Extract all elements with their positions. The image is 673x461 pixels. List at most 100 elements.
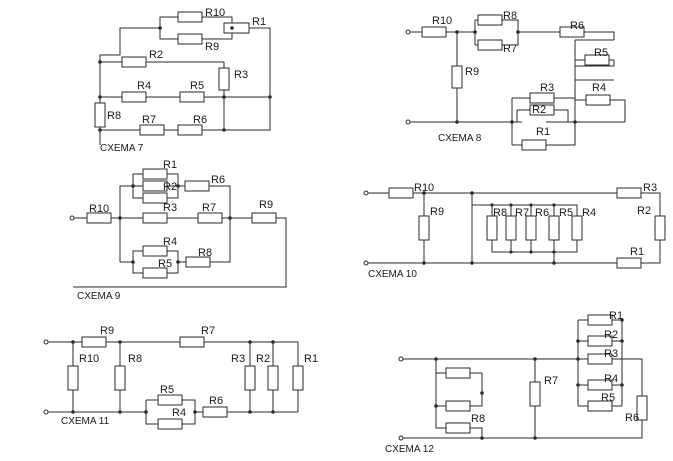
junction-dot: [422, 191, 426, 195]
label-r7: R7: [503, 43, 517, 55]
junction-dot: [552, 203, 556, 207]
resistor-r8: [94, 102, 106, 128]
label-r5: R5: [559, 207, 573, 219]
label-r9: R9: [430, 206, 444, 218]
terminal-out: [363, 260, 369, 266]
junction-dot: [98, 95, 102, 99]
resistor-r4: [142, 245, 168, 257]
label-r9: R9: [205, 41, 219, 53]
junction-dot: [455, 30, 459, 34]
label-r5: R5: [160, 384, 174, 396]
resistor-r9: [251, 212, 277, 224]
label-r1: R1: [630, 246, 644, 258]
junction-dot: [576, 339, 580, 343]
label-r2: R2: [637, 205, 651, 217]
resistor-r9: [177, 33, 203, 45]
terminal-out: [398, 435, 404, 441]
junction-dot: [620, 339, 624, 343]
scheme-7-resistors: [94, 11, 250, 136]
terminal-in: [405, 29, 411, 35]
scheme-11: R9 R7 R10 R8 R3 R2 R1 R5 R4 R6 CXEMA 11: [43, 325, 318, 430]
label-r4: R4: [172, 407, 186, 419]
label-r5: R5: [601, 392, 615, 404]
label-r1: R1: [536, 126, 550, 138]
resistor-r9: [81, 336, 107, 348]
label-r1: R1: [163, 159, 177, 171]
junction-dot: [71, 410, 75, 414]
junction-dot: [576, 383, 580, 387]
scheme-11-resistors: [67, 336, 304, 430]
scheme-9-wires: [73, 173, 287, 288]
label-r8: R8: [503, 10, 517, 22]
junction-dot: [533, 357, 537, 361]
junction-dot: [271, 340, 275, 344]
label-r6: R6: [209, 395, 223, 407]
scheme-11-title: CXEMA 11: [61, 416, 110, 427]
scheme-8-labels: R10 R8 R7 R6 R5 R4 R9 R3 R2 R1 CXEMA 8: [432, 10, 608, 144]
resistor-r5: [548, 215, 560, 241]
scheme-7-labels: R10 R9 R1 R2 R3 R4 R5 R8 R7 R6 CXEMA 7: [100, 7, 266, 154]
junction-dot: [131, 184, 135, 188]
resistor-r5: [157, 394, 183, 406]
label-r3: R3: [604, 348, 618, 360]
junction-dot: [480, 391, 484, 395]
junction-dot: [144, 410, 148, 414]
resistor-r4: [585, 94, 611, 106]
junction-dot: [509, 250, 513, 254]
label-r3: R3: [234, 69, 248, 81]
scheme-8-junctions: [405, 29, 577, 125]
junction-dot: [576, 357, 580, 361]
resistor-r5: [587, 400, 613, 412]
junction-dot: [422, 261, 426, 265]
label-r7: R7: [544, 375, 558, 387]
label-r6: R6: [625, 412, 639, 424]
resistor-r7: [179, 336, 205, 348]
resistor-r5: [179, 91, 205, 103]
label-r3: R3: [163, 202, 177, 214]
scheme-12: R8 R7 R1 R2 R3 R4 R5 R6 CXEMA 12: [385, 310, 648, 455]
scheme-12-resistors: [445, 314, 648, 434]
junction-dot: [176, 184, 180, 188]
terminal-in: [69, 215, 75, 221]
scheme-12-labels: R8 R7 R1 R2 R3 R4 R5 R6 CXEMA 12: [385, 310, 639, 455]
scheme-8-resistors: [421, 14, 611, 151]
scheme-9-title: CXEMA 9: [77, 291, 121, 302]
resistor-r4: [571, 215, 583, 241]
junction-dot: [98, 60, 102, 64]
junction-dot: [516, 30, 520, 34]
label-r5: R5: [158, 258, 172, 270]
terminal-in: [363, 190, 369, 196]
resistor-r9: [418, 215, 430, 241]
label-r8: R8: [107, 110, 121, 122]
junction-dot: [158, 26, 162, 30]
resistor-r10: [86, 212, 112, 224]
resistor-r4: [157, 418, 183, 430]
label-r7: R7: [515, 207, 529, 219]
junction-dot: [455, 120, 459, 124]
resistor-r8: [445, 422, 471, 434]
junction-dot: [552, 250, 556, 254]
label-r1: R1: [609, 310, 623, 322]
resistor-r6: [177, 124, 203, 136]
resistor-r5: [584, 54, 610, 66]
scheme-7: R10 R9 R1 R2 R3 R4 R5 R8 R7 R6 CXEMA 7: [94, 7, 272, 154]
resistor-r4: [587, 379, 613, 391]
junction-dot: [509, 203, 513, 207]
junction-dot: [248, 410, 252, 414]
resistor-r8: [486, 215, 498, 241]
scheme-9-junctions: [69, 184, 232, 264]
label-r7: R7: [142, 114, 156, 126]
junction-dot: [222, 128, 226, 132]
label-r5: R5: [190, 80, 204, 92]
junction-dot: [533, 436, 537, 440]
junction-dot: [230, 26, 234, 30]
resistor-r1: [616, 257, 642, 269]
resistor-r3: [587, 353, 613, 365]
junction-dot: [529, 250, 533, 254]
junction-dot: [470, 191, 474, 195]
label-r10: R10: [205, 7, 225, 19]
resistor-r10: [67, 365, 79, 391]
scheme-10-wires: [367, 192, 661, 264]
resistor-r2: [654, 215, 666, 241]
label-r1: R1: [304, 353, 318, 365]
